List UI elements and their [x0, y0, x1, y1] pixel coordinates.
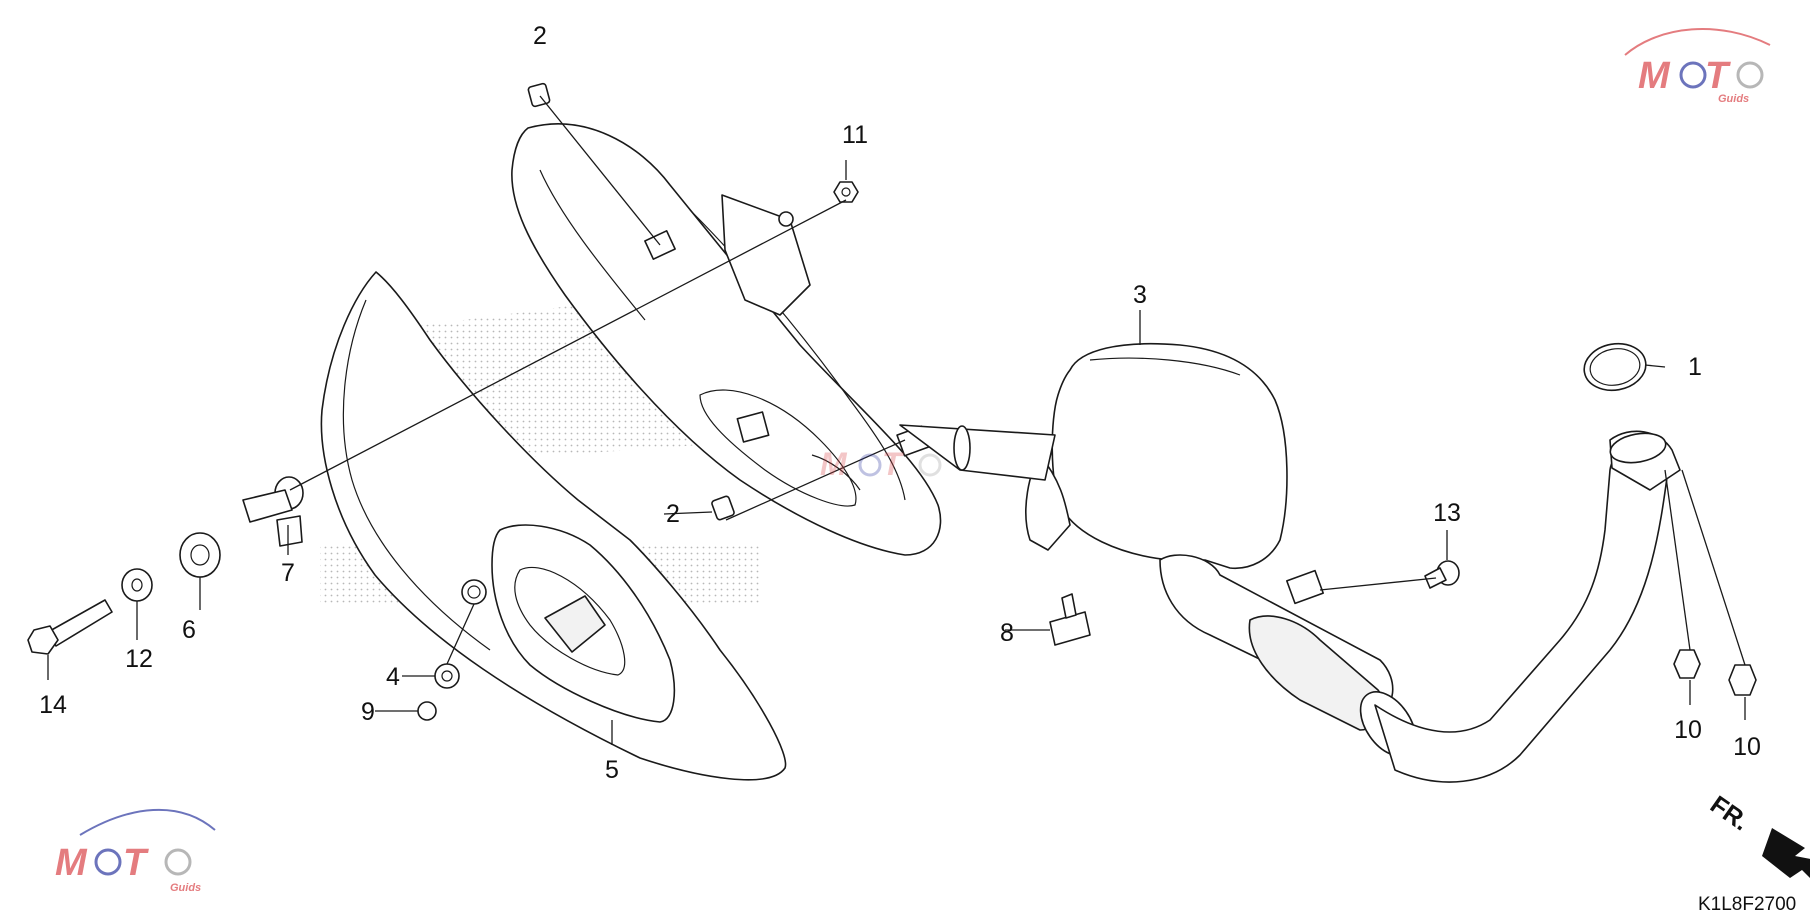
svg-text:M: M	[1638, 55, 1671, 97]
small-hardware[interactable]	[27, 82, 1757, 721]
svg-text:T: T	[1705, 55, 1731, 97]
nut-10b	[1728, 664, 1757, 696]
callout-10-left: 10	[1674, 716, 1702, 744]
washer-12	[121, 568, 153, 602]
svg-text:Guids: Guids	[1718, 93, 1749, 105]
svg-text:T: T	[123, 842, 149, 884]
callout-12: 12	[125, 645, 153, 673]
callout-6: 6	[182, 616, 196, 644]
front-direction-label: FR.	[1705, 790, 1754, 836]
leader-lines	[47, 95, 1746, 745]
moto-logo-top-right: M T Guids	[1624, 28, 1771, 105]
callout-13: 13	[1433, 499, 1461, 527]
diagram-code: K1L8F2700	[1698, 894, 1796, 915]
front-direction-indicator: FR.	[1705, 790, 1810, 878]
outer-heat-shield[interactable]	[320, 271, 787, 781]
callout-10-right: 10	[1733, 733, 1761, 761]
callout-11: 11	[842, 121, 868, 149]
svg-text:M: M	[820, 446, 848, 482]
callout-9: 9	[361, 698, 375, 726]
callout-2-lower: 2	[666, 500, 680, 528]
callout-3: 3	[1133, 281, 1147, 309]
svg-text:T: T	[882, 446, 904, 482]
callout-2-upper: 2	[533, 22, 547, 50]
callout-14: 14	[39, 691, 67, 719]
moto-logo-bottom-left: M T Guids	[55, 808, 216, 894]
gasket[interactable]	[1580, 339, 1649, 395]
front-arrow-icon	[1762, 828, 1810, 878]
muffler[interactable]	[899, 342, 1681, 783]
callout-5: 5	[605, 756, 619, 784]
clip-lower	[711, 495, 735, 521]
svg-text:M: M	[55, 842, 88, 884]
callout-4: 4	[386, 663, 400, 691]
nut-11	[833, 181, 859, 203]
clip-upper	[527, 82, 551, 108]
moto-logo-center: M T	[820, 446, 942, 482]
grommet-6	[179, 532, 221, 578]
svg-text:Guids: Guids	[170, 882, 201, 894]
nut-4	[434, 663, 460, 689]
screw-9	[417, 701, 437, 721]
nut-10a	[1673, 649, 1701, 679]
callout-labels: 1 2 2 3 4 5 6 7 8 9 10 10 11 12 13 14	[39, 22, 1761, 784]
callout-1: 1	[1688, 353, 1702, 381]
callout-8: 8	[1000, 619, 1014, 647]
callout-7: 7	[281, 559, 295, 587]
collar-7	[276, 515, 303, 547]
